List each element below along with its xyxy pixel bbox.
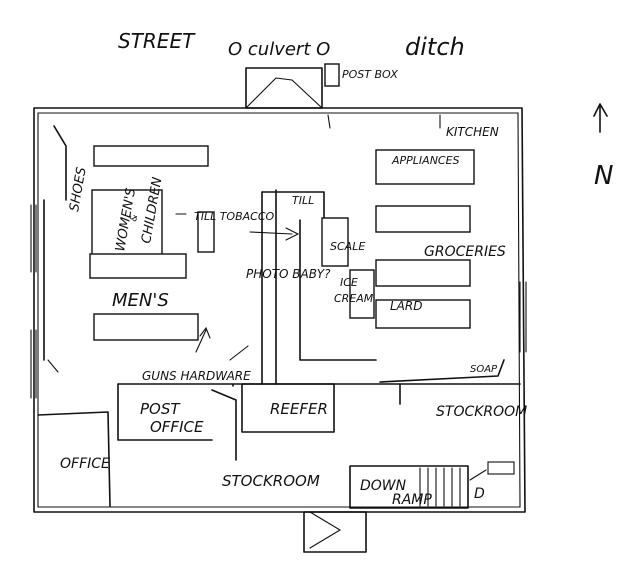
mid-shelf xyxy=(89,253,187,279)
groceries-label: GROCERIES xyxy=(424,244,506,260)
stockroom-south-label: STOCKROOM xyxy=(222,472,320,490)
interior-walls xyxy=(37,114,521,553)
post-box xyxy=(324,63,340,87)
ramp-label: RAMP xyxy=(392,492,432,508)
culvert-label: O culvert O xyxy=(228,39,330,60)
counters xyxy=(43,125,505,385)
down-label: DOWN xyxy=(360,478,407,494)
lard-label: LARD xyxy=(390,299,422,313)
till-tobacco-label: TILL TOBACCO xyxy=(194,210,275,223)
ampersand-label: & xyxy=(129,214,140,223)
office-label: OFFICE xyxy=(60,456,110,472)
d-mark-label: D xyxy=(474,486,485,502)
scale-label: SCALE xyxy=(330,240,365,253)
ice-cream-counter xyxy=(349,269,375,319)
mens-shelf xyxy=(93,313,199,341)
guns-hardware-label: GUNS HARDWARE xyxy=(142,369,251,383)
scale-counter xyxy=(321,217,349,267)
office-label-po: OFFICE xyxy=(150,418,204,436)
north-shelf xyxy=(93,145,209,167)
street-label: STREET xyxy=(118,29,196,53)
mens-label: MEN'S xyxy=(112,290,169,311)
ditch-label: ditch xyxy=(405,33,465,61)
reefer-label: REEFER xyxy=(270,400,328,418)
lard-shelf xyxy=(375,299,471,329)
groceries-shelf-1 xyxy=(375,205,471,233)
stockroom-east-label: STOCKROOM xyxy=(436,404,527,420)
till-label: TILL xyxy=(292,194,314,207)
post-box-label: POST BOX xyxy=(342,68,398,81)
soap-label: SOAP xyxy=(470,364,498,375)
front-entrance xyxy=(245,67,323,109)
post-label: POST xyxy=(140,400,181,418)
outer-walls xyxy=(30,107,527,513)
north-arrow-icon xyxy=(593,103,608,133)
cream-label: CREAM xyxy=(334,292,374,305)
till-counter-west xyxy=(197,211,215,253)
shoes-label: SHOES xyxy=(67,166,90,213)
kitchen-label: KITCHEN xyxy=(446,125,499,139)
north-label: N xyxy=(594,161,613,191)
photo-baby-label: PHOTO BABY? xyxy=(246,267,331,281)
groceries-shelf-2 xyxy=(375,259,471,287)
ice-label: ICE xyxy=(340,276,358,289)
appliances-label: APPLIANCES xyxy=(391,154,460,167)
appliance-shelf xyxy=(375,149,475,185)
